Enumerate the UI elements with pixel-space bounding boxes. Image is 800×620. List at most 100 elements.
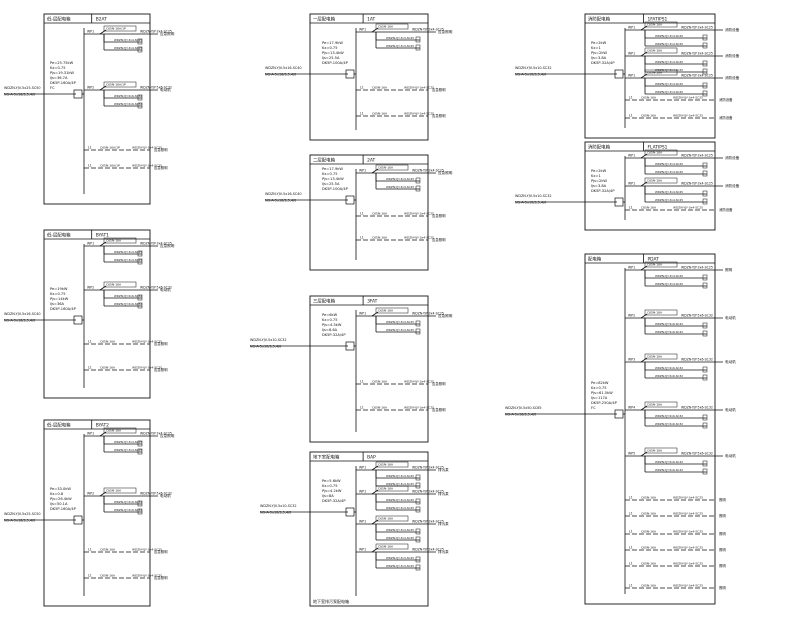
feeder-id: WP3 bbox=[628, 358, 635, 362]
panel-parameter: DK5P-100A/4P bbox=[322, 61, 349, 65]
feeder-load: 消防设备 bbox=[725, 155, 740, 160]
switch-blade bbox=[371, 547, 379, 553]
panel-parameter: Pjs=14kW bbox=[50, 297, 69, 301]
spare-breaker: C65N-16A bbox=[372, 86, 388, 90]
sub-branch-cable: WDZN-YJY-5x6-SC32 bbox=[114, 94, 142, 98]
panel-header-right: BAP bbox=[367, 455, 376, 461]
feeder-id: WP1 bbox=[87, 432, 94, 436]
spare-cable: WDZN-YJY-3x4-SC25 bbox=[132, 574, 162, 578]
spare-load: 消防设备 bbox=[719, 207, 733, 212]
breaker-rating: C65N-16A bbox=[106, 282, 122, 286]
panel-parameter: DK5P-160A/4P bbox=[50, 307, 77, 311]
feeder-load: 电动机 bbox=[725, 359, 736, 364]
panel-parameter: Pe=2kW bbox=[591, 169, 607, 173]
breaker-tag bbox=[103, 237, 137, 244]
breaker-tag bbox=[375, 307, 409, 314]
spare-load: 应急照明 bbox=[154, 165, 168, 170]
panel-frame bbox=[43, 419, 151, 607]
breaker-tag bbox=[644, 401, 678, 408]
sub-branch-cable: WDZN-YJY-3x4-SC25 bbox=[386, 506, 414, 510]
sub-branch-cable: WDZN-YJY-5x6-SC32 bbox=[114, 500, 142, 504]
switch-blade bbox=[640, 265, 648, 271]
spare-breaker: C65N-16A bbox=[372, 406, 388, 410]
sub-branch-cable: WDZN-YJY-3x4-SC25 bbox=[655, 82, 683, 86]
outgoing-terminal bbox=[415, 36, 421, 43]
spare-cable: WDZN-YJY-3x4-SC25 bbox=[673, 562, 703, 566]
switch-blade bbox=[99, 431, 107, 437]
sub-branch-cable: WDZN-YJY-5x6-SC32 bbox=[655, 422, 683, 426]
spare-cable: WDZN-YJY-3x4-SC25 bbox=[673, 114, 703, 118]
spare-load: 照明 bbox=[719, 514, 726, 518]
sub-branch-cable: WDZN-YJY-3x4-SC25 bbox=[655, 162, 683, 166]
outgoing-terminal bbox=[137, 302, 143, 309]
panel-header-left: 地下室配电箱 bbox=[313, 454, 340, 461]
incoming-cable-label: NG-A-5x10/3,5,4/0 bbox=[250, 345, 281, 349]
feeder-cable: WDZN-YJY-3x4-SC25 bbox=[140, 30, 172, 34]
outgoing-terminal bbox=[137, 94, 143, 101]
panel-parameter: Pe=6kW bbox=[322, 313, 338, 317]
feeder-id: WP1 bbox=[628, 154, 635, 158]
spare-breaker: C65N-16A bbox=[372, 236, 388, 240]
panel-frame bbox=[309, 13, 429, 141]
panel-parameter: Kx=0.75 bbox=[322, 46, 338, 50]
spare-breaker: C65N-16A bbox=[372, 212, 388, 216]
feeder-cable: WDZN-YJY-5x6-SC32 bbox=[681, 314, 713, 318]
panel-parameter: Kx=0.8 bbox=[50, 492, 64, 496]
outgoing-terminal bbox=[137, 250, 143, 257]
breaker-rating: C65N-16A bbox=[647, 150, 663, 154]
breaker-rating: C65N-16A/1P bbox=[106, 26, 126, 30]
spare-branch-id: L1 bbox=[629, 96, 633, 100]
spare-load: 照明 bbox=[719, 532, 726, 536]
sub-branch-cable: WDZN-YJY-5x6-SC32 bbox=[114, 294, 142, 298]
panel-parameter: DK5P-160A/4P bbox=[50, 81, 77, 85]
sub-branch-cable: WDZN-YJY-3x4-SC25 bbox=[655, 42, 683, 46]
panel-header-right: B2AT bbox=[96, 17, 107, 23]
spare-cable: WDZN-YJY-3x4-SC25 bbox=[132, 164, 162, 168]
outgoing-terminal bbox=[415, 556, 421, 563]
incoming-cable-label: WDZN-YJV-5x16-SC40 bbox=[265, 66, 302, 70]
panel-parameter: Kx=1 bbox=[591, 174, 601, 178]
feeder-load: 电动机 bbox=[725, 407, 736, 412]
feeder-cable: WDZN-YJY-3x4-SC25 bbox=[412, 548, 444, 552]
spare-load: 应急照明 bbox=[432, 381, 446, 386]
spare-branch-id: L1 bbox=[360, 112, 364, 116]
sub-branch-cable: WDZN-YJY-3x4-SC25 bbox=[386, 474, 414, 478]
spare-load: 应急照明 bbox=[432, 113, 446, 118]
panel-parameter: Pe=33.0kW bbox=[50, 487, 71, 491]
feeder-id: WP2 bbox=[628, 314, 635, 318]
breaker-tag bbox=[103, 25, 137, 32]
feeder-cable: WDZN-YJY-5x6-SC32 bbox=[140, 492, 172, 496]
spare-cable: WDZN-YJY-3x4-SC25 bbox=[404, 380, 434, 384]
spare-cable: WDZN-YJY-3x4-SC25 bbox=[404, 212, 434, 216]
outgoing-terminal bbox=[702, 422, 708, 429]
feeder-load: 消防设备 bbox=[725, 75, 740, 80]
spare-branch-id: L1 bbox=[360, 236, 364, 240]
feeder-cable: WDZN-YJY-3x4-SC25 bbox=[412, 466, 444, 470]
sub-branch-cable: WDZN-YJY-5x6-SC32 bbox=[114, 508, 142, 512]
feeder-load: 应急照明 bbox=[160, 31, 175, 36]
switch-blade bbox=[640, 405, 648, 411]
outgoing-terminal bbox=[415, 474, 421, 481]
outgoing-terminal bbox=[415, 498, 421, 505]
feeder-id: WP1 bbox=[359, 28, 366, 32]
feeder-cable: WDZN-YJY-5x6-SC32 bbox=[681, 358, 713, 362]
breaker-rating: C65N-16A bbox=[647, 262, 663, 266]
spare-breaker: C65N-16A bbox=[641, 114, 657, 118]
breaker-tag bbox=[644, 353, 678, 360]
panel-header-left: 消防配电箱 bbox=[588, 16, 611, 23]
breaker-tag bbox=[644, 309, 678, 316]
spare-cable: WDZN-YJY-3x4-SC25 bbox=[673, 96, 703, 100]
spare-branch-id: L1 bbox=[360, 380, 364, 384]
sub-branch-cable: WDZN-YJY-3x4-SC25 bbox=[386, 36, 414, 40]
panel-parameter: Kx=1 bbox=[591, 46, 601, 50]
panel-frame bbox=[309, 154, 429, 271]
outgoing-terminal bbox=[702, 68, 708, 75]
feeder-cable: WDZN-YJY-3x4-SC25 bbox=[140, 432, 172, 436]
feeder-id: WP2 bbox=[87, 286, 94, 290]
outgoing-terminal bbox=[702, 468, 708, 475]
outgoing-terminal bbox=[702, 374, 708, 381]
feeder-load: 排污泵 bbox=[438, 521, 449, 526]
